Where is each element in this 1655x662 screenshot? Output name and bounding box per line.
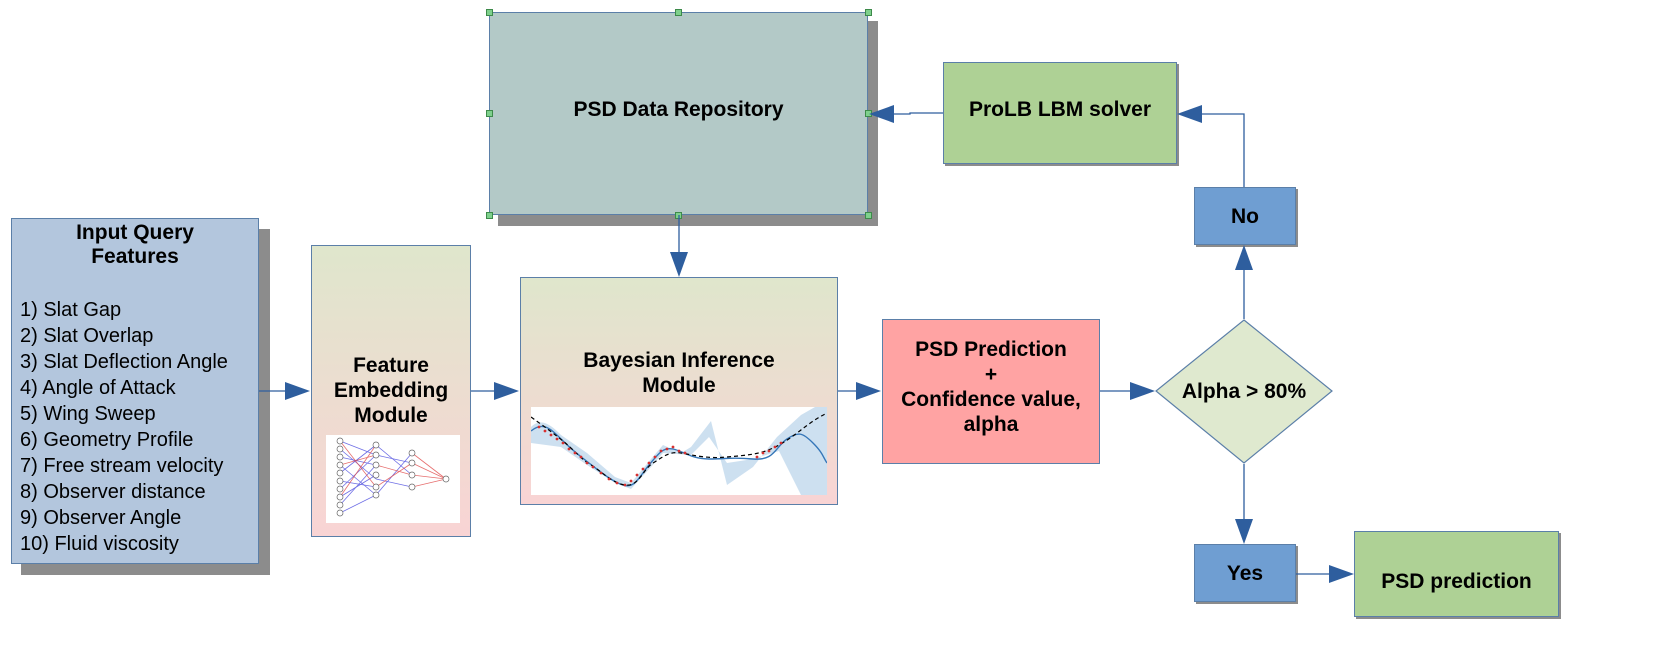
feature-embedding-box: Feature Embedding Module [311,245,471,537]
neural-network-image [326,435,460,523]
list-item: 6) Geometry Profile [20,429,194,451]
feature-embedding-label: Feature Embedding Module [333,354,449,427]
list-item: 3) Slat Deflection Angle [20,351,228,373]
alpha-decision-diamond: Alpha > 80% [1155,319,1333,464]
list-item: 2) Slat Overlap [20,325,154,347]
list-item: 9) Observer Angle [20,507,182,529]
arrowhead [1329,565,1354,583]
prolb-lbm-solver-box: ProLB LBM solver [943,62,1177,164]
arrowhead [1130,382,1155,400]
yes-box: Yes [1194,544,1296,602]
bayesian-inference-label: Bayesian Inference Module [583,349,775,397]
prolb-lbm-solver-label: ProLB LBM solver [968,98,1152,121]
arrowhead [1235,245,1253,270]
input-features-title: Input Query Features [76,221,194,268]
psd-prediction-confidence-box: PSD Prediction + Confidence value, alpha [882,319,1100,464]
arrowhead [869,105,894,123]
selection-handle[interactable] [486,110,493,117]
input-features-box: Input Query Features 1) Slat Gap 2) Slat… [11,218,259,564]
psd-prediction-confidence-label: PSD Prediction + Confidence value, alpha [901,338,1081,436]
psd-prediction-output-box: PSD prediction [1354,531,1559,617]
list-item: 7) Free stream velocity [20,455,224,477]
arrowhead [670,252,688,277]
gaussian-process-plot [530,407,828,495]
list-item: 10) Fluid viscosity [20,533,179,555]
alpha-decision-label: Alpha > 80% [1181,380,1307,403]
arrowhead [1235,519,1253,544]
list-item: 8) Observer distance [20,481,206,503]
bayesian-inference-box: Bayesian Inference Module [520,277,838,505]
no-box: No [1194,187,1296,245]
selection-handle[interactable] [486,9,493,16]
selection-handle[interactable] [865,9,872,16]
no-label: No [1231,205,1259,228]
selection-handle[interactable] [486,212,493,219]
arrow-solver-to-repository [893,112,943,115]
psd-data-repository-box: PSD Data Repository [489,12,868,215]
arrowhead [285,382,310,400]
selection-handle[interactable] [675,9,682,16]
psd-data-repository-label: PSD Data Repository [573,98,784,121]
list-item: 5) Wing Sweep [20,403,156,425]
yes-label: Yes [1226,562,1264,585]
feature-list: 1) Slat Gap 2) Slat Overlap 3) Slat Defl… [20,297,228,557]
arrowhead [1177,105,1202,123]
selection-handle[interactable] [865,212,872,219]
list-item: 1) Slat Gap [20,299,122,321]
arrowhead [856,382,881,400]
arrow-no-to-solver [1200,113,1245,187]
psd-prediction-output-label: PSD prediction [1381,570,1532,593]
arrowhead [494,382,519,400]
list-item: 4) Angle of Attack [20,377,176,399]
